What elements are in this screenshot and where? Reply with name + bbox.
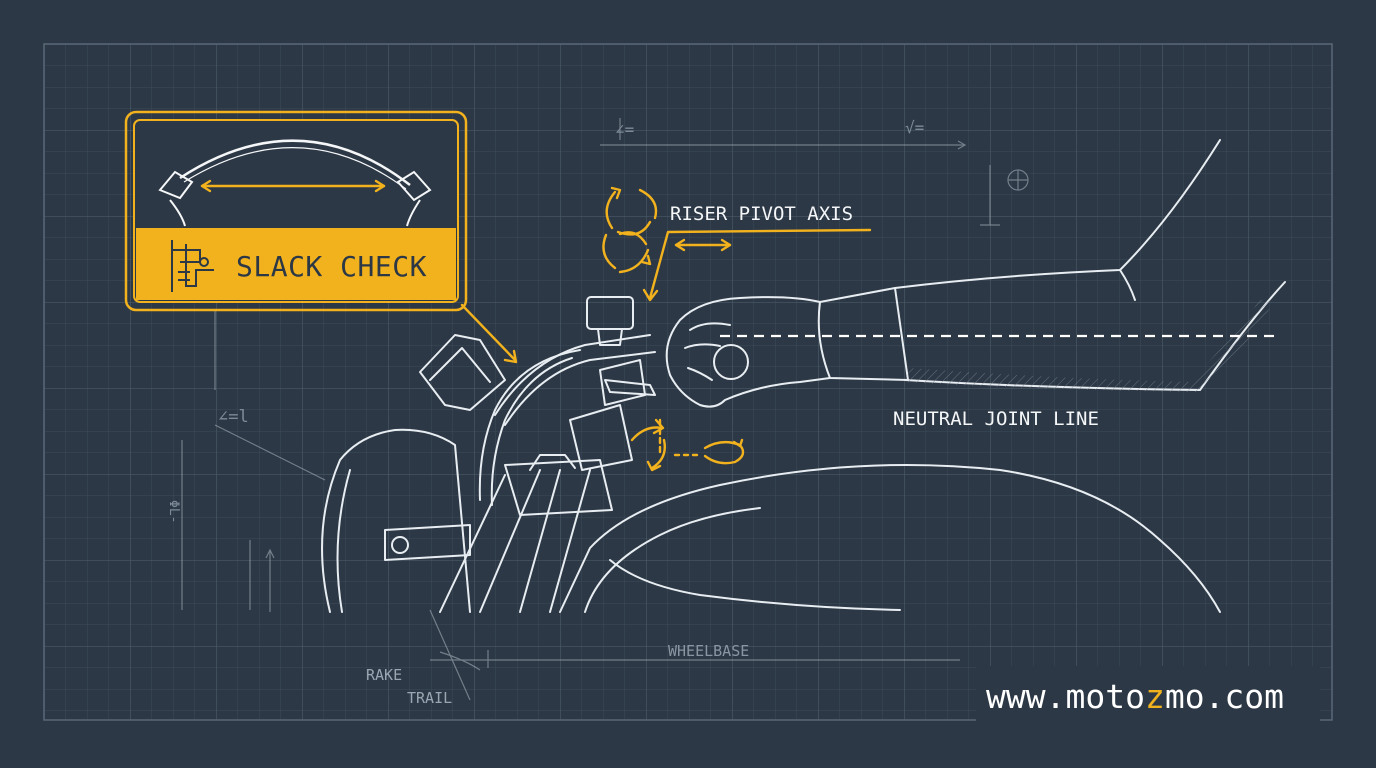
slack-check-label: SLACK CHECK bbox=[236, 250, 427, 283]
trail-label: TRAIL bbox=[407, 689, 452, 707]
sketch-mark-left-angle: ∠=l bbox=[218, 407, 249, 427]
glove-cuff bbox=[817, 287, 909, 381]
lever-rotation-arrows bbox=[630, 418, 745, 472]
riser-pivot-axis-label: RISER PIVOT AXIS bbox=[670, 203, 853, 225]
triple-clamp bbox=[504, 459, 613, 516]
fuel-tank bbox=[559, 464, 1221, 613]
sketch-mark-top-left: ∠= bbox=[615, 120, 634, 139]
sketch-mark-top-right: √= bbox=[905, 118, 924, 137]
brake-cable bbox=[478, 349, 581, 501]
rake-label: RAKE bbox=[366, 666, 402, 684]
watermark: www.motozmo.com bbox=[986, 677, 1284, 716]
handlebar bbox=[494, 334, 656, 426]
motorcycle-outline bbox=[321, 296, 1221, 613]
rider-glove bbox=[665, 296, 831, 408]
headlight bbox=[321, 428, 471, 613]
slack-check-callout: SLACK CHECK bbox=[124, 110, 518, 364]
watermark-prefix: www.moto bbox=[986, 677, 1145, 716]
caliper-icon bbox=[171, 240, 214, 292]
cable-curve bbox=[179, 139, 411, 186]
construction-sketches bbox=[181, 118, 1029, 701]
neutral-joint-line-label: NEUTRAL JOINT LINE bbox=[893, 408, 1099, 430]
watermark-suffix: mo.com bbox=[1165, 677, 1284, 716]
watermark-backdrop bbox=[976, 666, 1320, 726]
riser-clamp bbox=[569, 404, 633, 471]
sketch-mark-left-vertical: ΦL- bbox=[166, 500, 181, 523]
rider-arm bbox=[665, 139, 1286, 408]
wheelbase-label: WHEELBASE bbox=[668, 642, 749, 660]
fork-leg bbox=[439, 469, 541, 613]
riser-rotation-arrows bbox=[602, 186, 872, 302]
watermark-highlight: z bbox=[1145, 677, 1165, 716]
